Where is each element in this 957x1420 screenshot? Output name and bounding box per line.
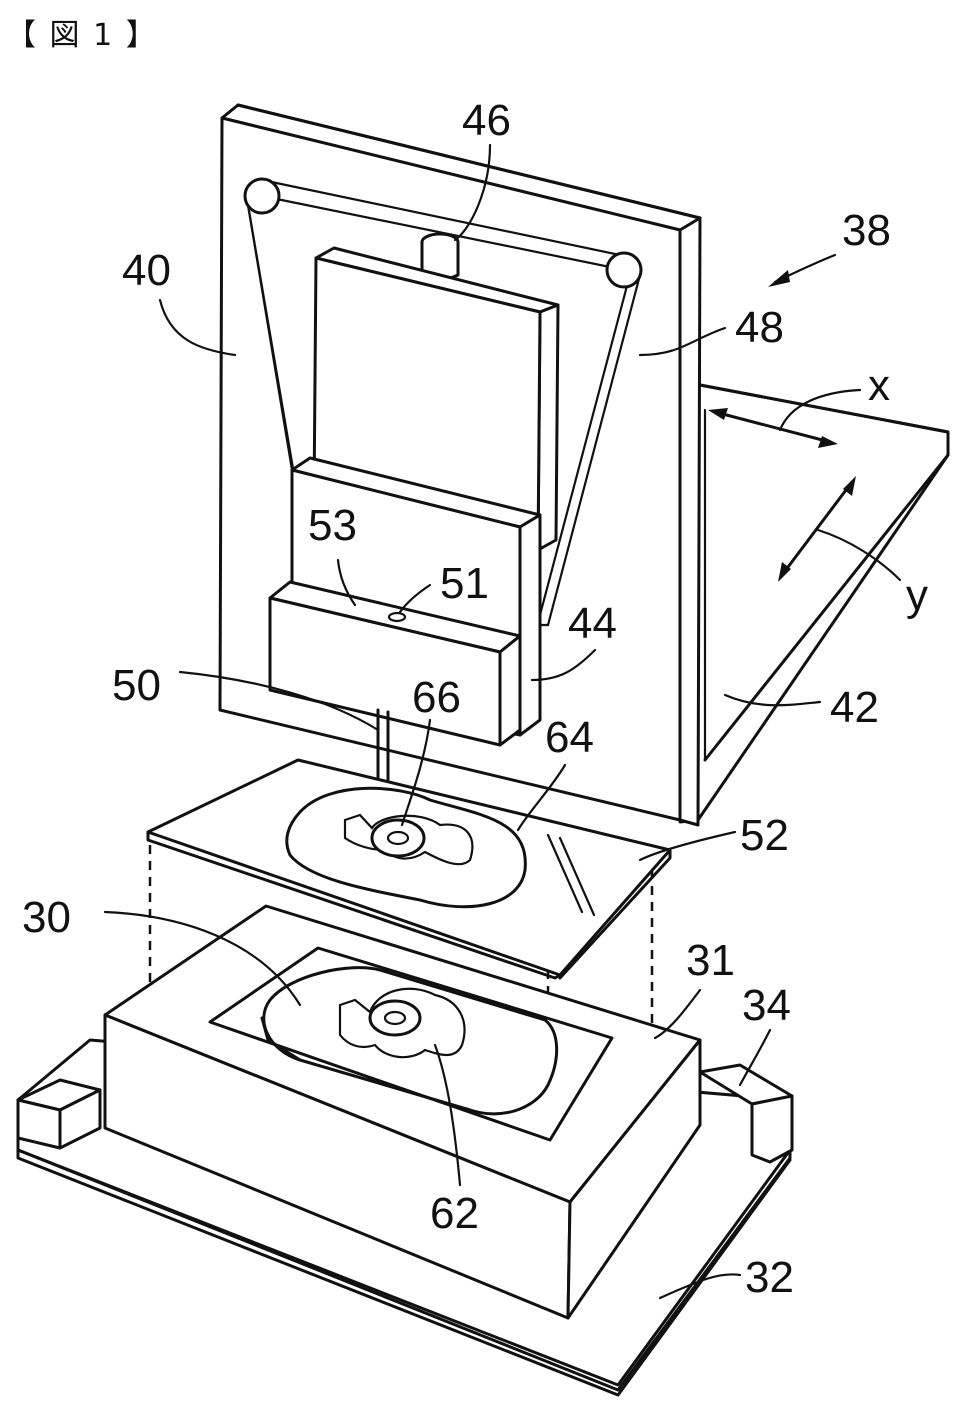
label-50: 50 [112,661,161,710]
label-44: 44 [568,599,617,648]
label-48: 48 [735,303,784,352]
label-46: 46 [462,96,511,145]
right-pulley [607,253,641,287]
left-pulley [245,179,279,213]
label-62: 62 [430,1189,479,1238]
label-52: 52 [740,811,789,860]
label-32: 32 [745,1253,794,1302]
label-53: 53 [308,501,357,550]
label-64: 64 [545,713,594,762]
label-30: 30 [22,893,71,942]
part-66 [372,820,424,856]
label-x: x [868,361,890,410]
label-42: 42 [830,683,879,732]
label-38: 38 [842,206,891,255]
label-51: 51 [440,559,489,608]
label-y: y [906,571,928,620]
label-66: 66 [412,673,461,722]
label-34: 34 [742,981,791,1030]
label-31: 31 [686,936,735,985]
label-40: 40 [122,246,171,295]
